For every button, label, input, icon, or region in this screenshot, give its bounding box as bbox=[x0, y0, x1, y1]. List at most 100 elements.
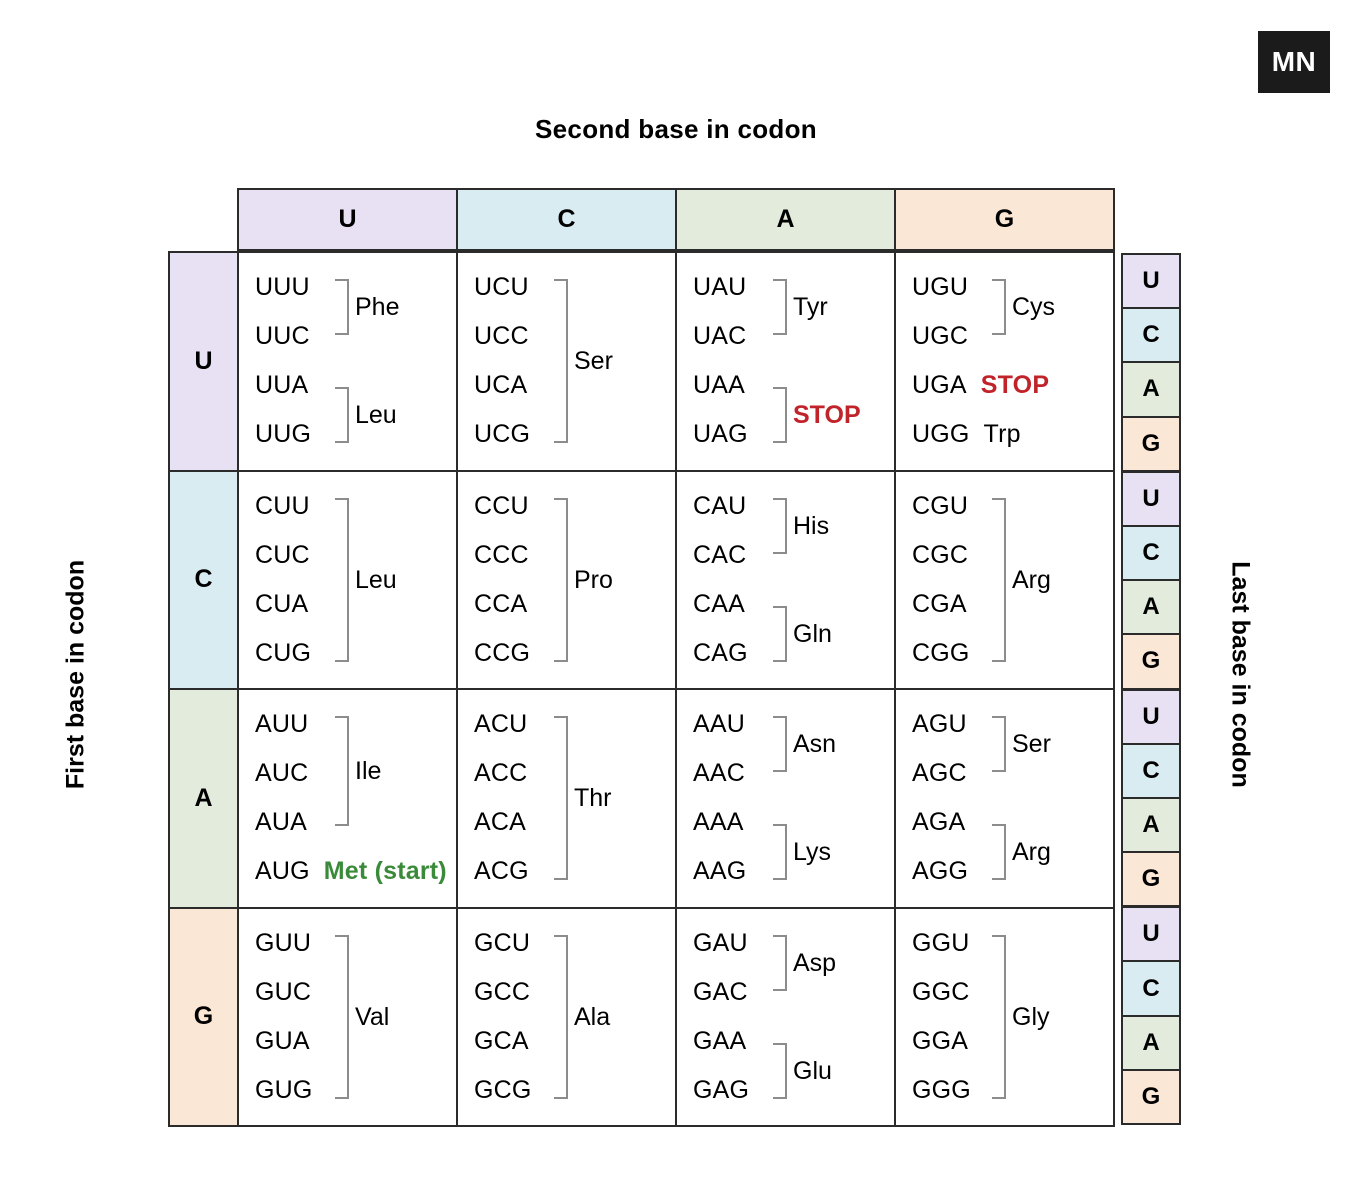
codon-text: UAU bbox=[693, 273, 747, 302]
codon-entry: AAA bbox=[693, 798, 894, 847]
last-base-label: G bbox=[1141, 1082, 1161, 1110]
codon-entry: GGG bbox=[912, 1066, 1113, 1115]
codon-entry: CGU bbox=[912, 482, 1113, 531]
codon-entry: UGC bbox=[912, 312, 1113, 361]
amino-acid-label-arg: Arg bbox=[1012, 838, 1051, 867]
codon-entry: UUG bbox=[255, 410, 456, 459]
codon-entry: CAC bbox=[693, 531, 894, 580]
group-bracket bbox=[335, 497, 349, 662]
codon-text: AGC bbox=[912, 759, 967, 788]
last-base-label: U bbox=[1142, 702, 1160, 730]
amino-acid-label-arg: Arg bbox=[1012, 565, 1051, 594]
codon-text: AGU bbox=[912, 710, 967, 739]
first-base-header-label: U bbox=[194, 346, 213, 375]
codon-entry: CAA bbox=[693, 580, 894, 629]
codon-entry: CUG bbox=[255, 629, 456, 678]
codon-entry: AGG bbox=[912, 847, 1113, 896]
amino-acid-label-ser: Ser bbox=[574, 347, 613, 376]
second-base-header-u: U bbox=[239, 190, 458, 249]
codon-entry: ACU bbox=[474, 700, 675, 749]
codon-text: CAC bbox=[693, 540, 747, 569]
second-base-header-c: C bbox=[458, 190, 677, 249]
codon-text: UAG bbox=[693, 420, 748, 449]
amino-acid-label-ala: Ala bbox=[574, 1002, 611, 1031]
codon-text: CGC bbox=[912, 540, 969, 569]
codon-list: CAU CAC CAA CAG bbox=[693, 472, 894, 689]
codon-text: AAU bbox=[693, 710, 746, 739]
second-base-header-label: U bbox=[338, 205, 357, 233]
last-base-label: U bbox=[1142, 484, 1160, 512]
codon-text: GCC bbox=[474, 977, 531, 1006]
codon-text: CAG bbox=[693, 638, 748, 667]
group-bracket bbox=[773, 605, 787, 662]
last-base-label: C bbox=[1142, 974, 1160, 1002]
codon-entry: GGU bbox=[912, 919, 1113, 968]
codon-text: CAU bbox=[693, 491, 747, 520]
codon-entry: CCG bbox=[474, 629, 675, 678]
last-base-label: G bbox=[1141, 865, 1161, 893]
codon-text: ACA bbox=[474, 808, 527, 837]
codon-entry: CGG bbox=[912, 629, 1113, 678]
codon-entry: AAU bbox=[693, 700, 894, 749]
codon-text: AAC bbox=[693, 759, 746, 788]
codon-entry: CGA bbox=[912, 580, 1113, 629]
group-bracket bbox=[773, 497, 787, 554]
codon-text: ACU bbox=[474, 710, 528, 739]
last-base-cell-u: U bbox=[1123, 472, 1179, 527]
amino-acid-label-gly: Gly bbox=[1012, 1002, 1050, 1031]
first-base-axis-label: First base in codon bbox=[61, 559, 90, 790]
codon-entry: UAA bbox=[693, 361, 894, 410]
codon-text: GGU bbox=[912, 928, 970, 957]
codon-text: GAA bbox=[693, 1026, 747, 1055]
codon-text: AGG bbox=[912, 857, 969, 886]
codon-text: UUU bbox=[255, 273, 310, 302]
codon-text: CUG bbox=[255, 638, 312, 667]
codon-text: CCG bbox=[474, 638, 531, 667]
codon-entry: AAC bbox=[693, 749, 894, 798]
last-base-cell-c: C bbox=[1123, 962, 1179, 1017]
mn-logo-text: MN bbox=[1271, 46, 1317, 77]
group-bracket bbox=[554, 716, 568, 881]
last-base-label: G bbox=[1141, 429, 1161, 457]
codon-entry: GUU bbox=[255, 919, 456, 968]
first-base-header-a: A bbox=[170, 690, 239, 907]
last-base-cell-u: U bbox=[1123, 255, 1179, 310]
codon-entry: GAU bbox=[693, 919, 894, 968]
amino-acid-label-leu: Leu bbox=[355, 565, 397, 594]
last-base-cell-a: A bbox=[1123, 581, 1179, 636]
codon-text: CGU bbox=[912, 491, 969, 520]
codon-entry: UUU bbox=[255, 263, 456, 312]
last-base-label: A bbox=[1142, 810, 1160, 838]
codon-text: UUC bbox=[255, 322, 310, 351]
codon-text: GAU bbox=[693, 928, 748, 957]
codon-text: GGG bbox=[912, 1075, 971, 1104]
codon-text: CCU bbox=[474, 491, 529, 520]
group-bracket bbox=[335, 387, 349, 444]
codon-text: GUU bbox=[255, 928, 312, 957]
group-bracket bbox=[554, 934, 568, 1099]
amino-acid-label-asn: Asn bbox=[793, 730, 837, 759]
codon-entry: CCC bbox=[474, 531, 675, 580]
codon-entry: GCG bbox=[474, 1066, 675, 1115]
codon-text: CUC bbox=[255, 540, 310, 569]
codon-text: CUU bbox=[255, 491, 310, 520]
group-bracket bbox=[335, 934, 349, 1099]
last-base-label: C bbox=[1142, 756, 1160, 784]
second-base-header-g: G bbox=[896, 190, 1113, 249]
last-base-cell-g: G bbox=[1123, 853, 1179, 909]
